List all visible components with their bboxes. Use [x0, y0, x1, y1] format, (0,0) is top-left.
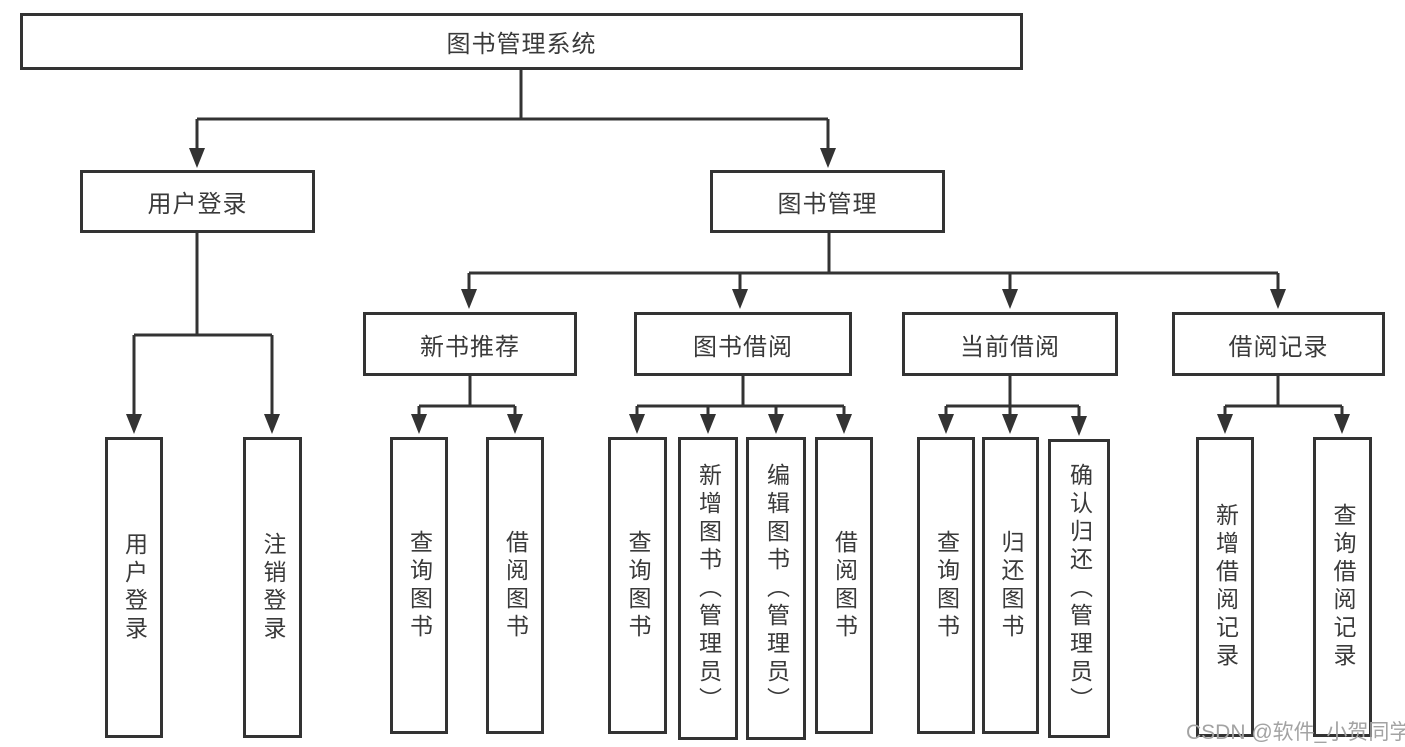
node-label: 借阅记录	[1228, 333, 1329, 361]
node-leaf-query-book-1: 查询图书	[390, 437, 448, 734]
node-user-login: 用户登录	[80, 170, 315, 233]
node-leaf-add-book: 新增图书（管理员）	[678, 437, 738, 740]
node-leaf-user-login: 用户登录	[105, 437, 163, 738]
node-label: 图书管理系统	[446, 31, 597, 58]
node-leaf-query-borrow-record: 查询借阅记录	[1313, 437, 1372, 737]
node-label: 编辑图书（管理员）	[763, 462, 790, 715]
node-borrow-record: 借阅记录	[1172, 312, 1385, 376]
node-label: 用户登录	[147, 191, 248, 218]
node-label: 查询图书	[933, 529, 960, 642]
node-label: 确认归还（管理员）	[1066, 462, 1093, 715]
node-label: 查询借阅记录	[1330, 503, 1356, 671]
node-leaf-query-book-2: 查询图书	[608, 437, 667, 734]
node-label: 新增图书（管理员）	[695, 462, 722, 715]
node-label: 注销登录	[260, 531, 286, 644]
node-label: 归还图书	[998, 529, 1024, 642]
node-label: 借阅图书	[502, 529, 529, 642]
watermark-text: CSDN @软件_小贺同学	[1186, 721, 1405, 744]
node-leaf-return-book: 归还图书	[982, 437, 1039, 734]
node-root: 图书管理系统	[20, 13, 1023, 70]
node-label: 用户登录	[121, 531, 148, 644]
node-label: 借阅图书	[831, 529, 858, 642]
node-leaf-add-borrow-record: 新增借阅记录	[1196, 437, 1254, 737]
node-leaf-borrow-book-2: 借阅图书	[815, 437, 873, 734]
node-leaf-query-book-3: 查询图书	[917, 437, 975, 734]
node-leaf-edit-book: 编辑图书（管理员）	[746, 437, 806, 740]
node-book-borrow: 图书借阅	[634, 312, 852, 376]
node-book-mgmt: 图书管理	[710, 170, 945, 233]
node-label: 当前借阅	[960, 333, 1060, 361]
node-leaf-confirm-return: 确认归还（管理员）	[1048, 439, 1110, 738]
node-label: 图书管理	[777, 191, 878, 218]
node-label: 查询图书	[406, 529, 433, 642]
node-new-book-rec: 新书推荐	[363, 312, 577, 376]
node-leaf-logout: 注销登录	[243, 437, 302, 738]
node-leaf-borrow-book-1: 借阅图书	[486, 437, 544, 734]
node-label: 图书借阅	[693, 333, 793, 361]
node-current-borrow: 当前借阅	[902, 312, 1118, 376]
node-label: 新书推荐	[420, 333, 520, 361]
node-label: 新增借阅记录	[1212, 503, 1239, 671]
node-label: 查询图书	[625, 529, 651, 642]
